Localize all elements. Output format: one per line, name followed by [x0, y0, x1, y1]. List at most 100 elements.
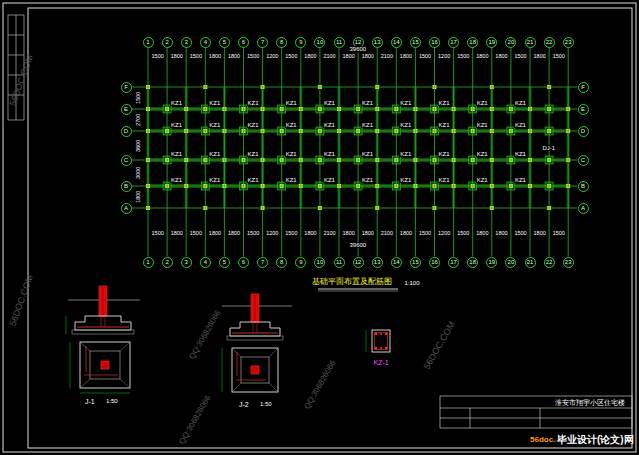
axis-bubble: 18 [467, 37, 478, 48]
title-block [440, 396, 632, 428]
axis-bubble: 22 [544, 37, 555, 48]
column-tag: KZ1 [285, 151, 298, 157]
axis-bubble: 9 [295, 257, 306, 268]
axis-bubble: 18 [467, 257, 478, 268]
axis-bubble: 17 [448, 37, 459, 48]
axis-number: 5 [223, 259, 226, 265]
axis-bubble: 21 [525, 37, 536, 48]
axis-number: 2 [165, 39, 168, 45]
axis-number: 6 [242, 259, 245, 265]
column-tag: KZ1 [285, 122, 298, 128]
axis-number: 13 [374, 39, 381, 45]
dimension: 1500 [246, 231, 260, 237]
axis-bubble: E [578, 104, 589, 115]
axis-line [281, 48, 282, 257]
dimension: 1200 [437, 54, 451, 60]
axis-bubble: 14 [391, 257, 402, 268]
axis-line [510, 48, 511, 257]
dimension: 3000 [136, 166, 142, 180]
column-tag: KZ1 [361, 177, 374, 183]
axis-bubble: 11 [334, 37, 345, 48]
axis-line [358, 48, 359, 257]
axis-line [148, 48, 149, 257]
column-tag: KZ1 [514, 100, 527, 106]
column-tag: KZ-1 [373, 359, 390, 366]
axis-bubble: B [578, 181, 589, 192]
axis-number: 23 [565, 39, 572, 45]
axis-bubble: 2 [162, 37, 173, 48]
outer-frame [3, 3, 636, 452]
axis-bubble: 2 [162, 257, 173, 268]
axis-number: F [124, 84, 128, 90]
axis-line [205, 48, 206, 257]
axis-line [396, 48, 397, 257]
axis-bubble: 10 [314, 257, 325, 268]
dimension: 1800 [208, 54, 222, 60]
axis-bubble: 5 [219, 37, 230, 48]
column-tag: KZ1 [170, 122, 183, 128]
axis-number: 20 [508, 259, 515, 265]
dimension: 1500 [513, 54, 527, 60]
axis-bubble: A [121, 203, 132, 214]
dimension: 1800 [399, 231, 413, 237]
axis-line [186, 48, 187, 257]
dimension: 1500 [284, 54, 298, 60]
axis-bubble: B [121, 181, 132, 192]
axis-number: 18 [469, 39, 476, 45]
axis-bubble: 10 [314, 37, 325, 48]
column-tag: KZ1 [170, 177, 183, 183]
axis-line [319, 48, 320, 257]
scale: 1:100 [404, 280, 421, 286]
axis-number: 3 [185, 259, 188, 265]
axis-bubble: 23 [563, 37, 574, 48]
axis-bubble: D [121, 126, 132, 137]
column-tag: KZ1 [514, 151, 527, 157]
axis-number: A [581, 205, 585, 211]
axis-number: 15 [412, 39, 419, 45]
column-tag: KZ1 [208, 100, 221, 106]
axis-number: E [581, 106, 585, 112]
axis-bubble: 1 [143, 257, 154, 268]
axis-line [568, 48, 569, 257]
dimension: 1800 [475, 231, 489, 237]
axis-number: 13 [374, 259, 381, 265]
dimension: 1800 [136, 190, 142, 204]
dimension: 1800 [342, 54, 356, 60]
axis-number: 4 [204, 259, 207, 265]
axis-bubble: 21 [525, 257, 536, 268]
column-tag: KZ1 [247, 122, 260, 128]
axis-bubble: F [121, 82, 132, 93]
axis-line [132, 186, 578, 187]
dimension: 1800 [170, 231, 184, 237]
axis-number: 8 [280, 39, 283, 45]
axis-number: F [581, 84, 585, 90]
axis-bubble: 14 [391, 37, 402, 48]
column-tag: KZ1 [361, 151, 374, 157]
axis-bubble: 13 [372, 257, 383, 268]
axis-number: 17 [450, 39, 457, 45]
axis-number: B [581, 183, 585, 189]
axis-number: 18 [469, 259, 476, 265]
axis-number: 9 [299, 39, 302, 45]
dimension: 1500 [456, 231, 470, 237]
axis-bubble: D [578, 126, 589, 137]
axis-number: 7 [261, 259, 264, 265]
dimension: 3600 [136, 138, 142, 152]
axis-number: 12 [355, 39, 362, 45]
column-tag: KZ1 [514, 122, 527, 128]
column-tag: KZ1 [514, 177, 527, 183]
axis-bubble: A [578, 203, 589, 214]
dimension: 1500 [189, 54, 203, 60]
axis-number: 5 [223, 39, 226, 45]
axis-bubble: 4 [200, 37, 211, 48]
dimension: 2100 [322, 231, 336, 237]
axis-number: 21 [527, 259, 534, 265]
column-section [366, 330, 390, 352]
axis-bubble: C [578, 155, 589, 166]
dimension: 39600 [349, 242, 368, 248]
axis-bubble: 5 [219, 257, 230, 268]
axis-number: D [124, 128, 128, 134]
column-tag: KZ1 [399, 151, 412, 157]
axis-number: 4 [204, 39, 207, 45]
